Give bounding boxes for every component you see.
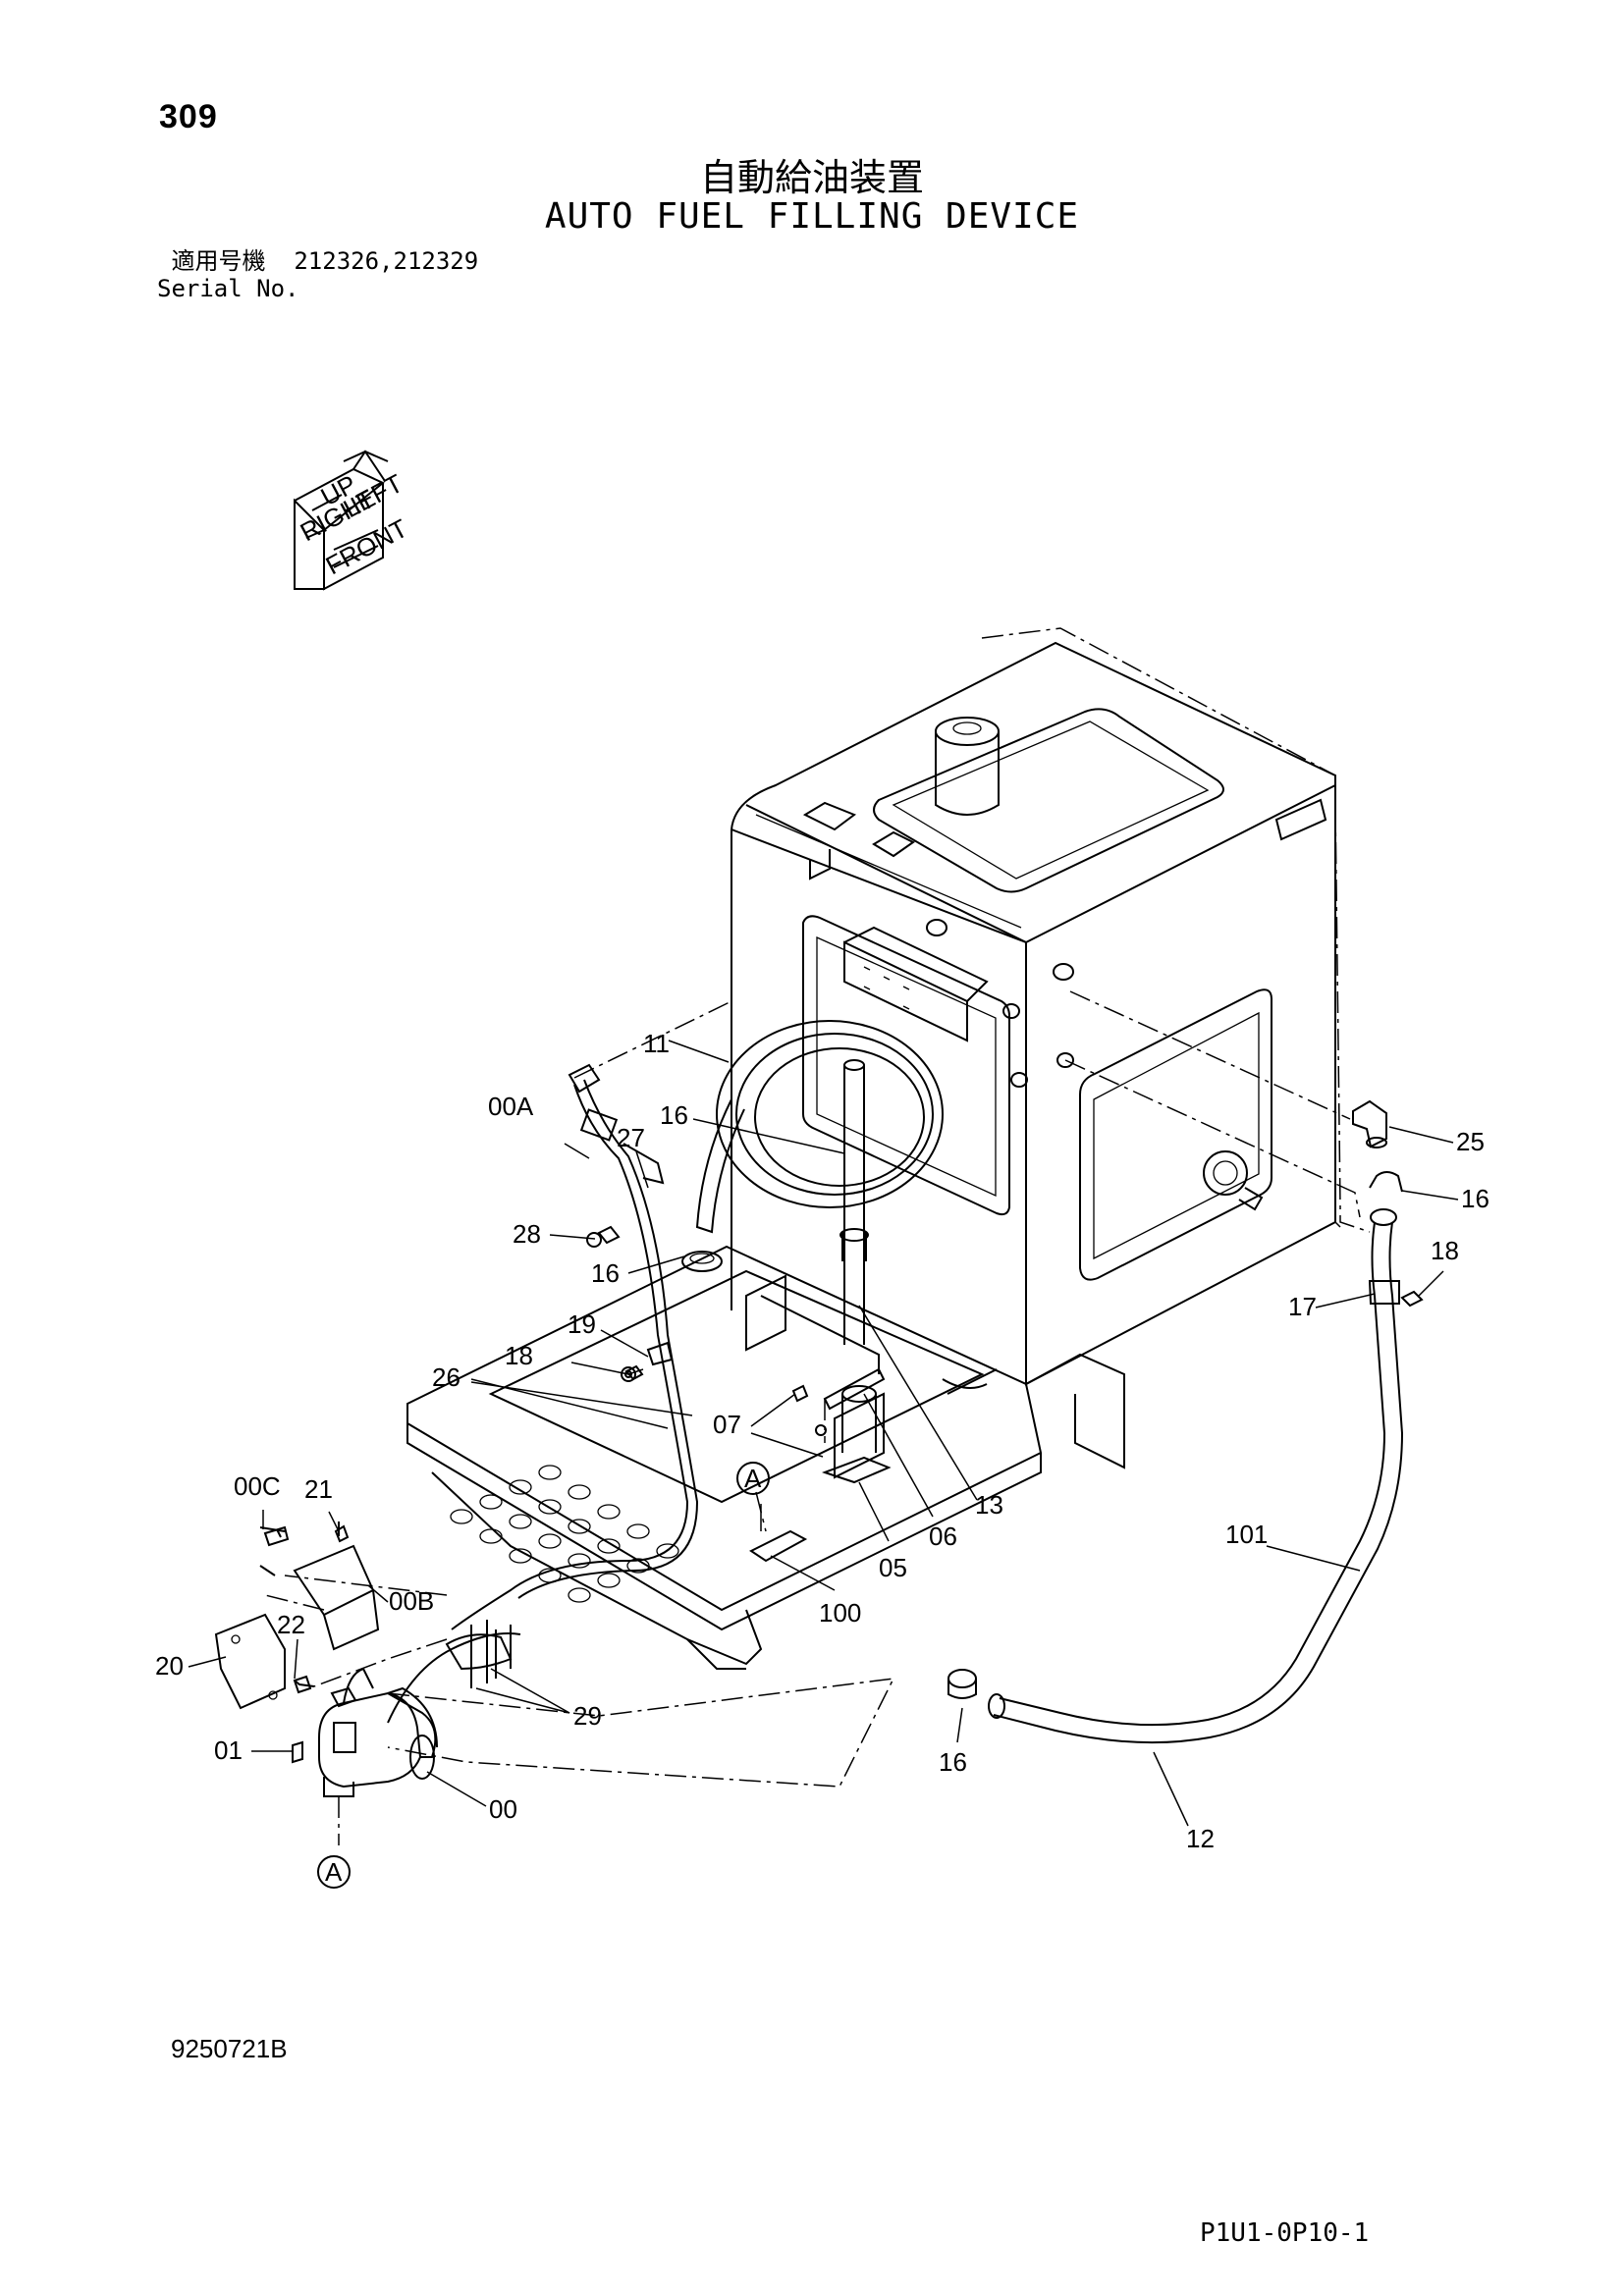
callout-29: 29 [573, 1701, 602, 1731]
serial-label-jp: 適用号機 [171, 247, 266, 275]
page-number: 309 [159, 98, 218, 135]
reference-circle-a-bottom [317, 1855, 351, 1889]
callout-06: 06 [929, 1522, 957, 1551]
callout-19: 19 [568, 1309, 596, 1339]
pump-bracket [843, 926, 989, 1042]
mounting-plate [406, 1245, 1043, 1670]
bolt-icon [1400, 1290, 1424, 1308]
callout-18-b: 18 [1431, 1236, 1459, 1265]
orientation-cube-icon: UP LEFT FRONT RIGHT [294, 450, 412, 591]
reference-circle-a-top [736, 1462, 770, 1495]
callout-100: 100 [819, 1598, 861, 1628]
callout-17: 17 [1288, 1292, 1317, 1321]
document-number: 9250721B [171, 2034, 288, 2063]
fuel-tank [731, 641, 1336, 1469]
callout-101: 101 [1225, 1520, 1268, 1549]
callout-00A: 00A [488, 1092, 534, 1121]
coiled-hose [695, 1020, 944, 1234]
wiring-harness [387, 1063, 699, 1724]
callout-00B: 00B [389, 1586, 434, 1616]
callout-11: 11 [643, 1029, 670, 1058]
callout-a-top: A [744, 1464, 762, 1493]
title-japanese: 自動給油装置 [699, 156, 924, 199]
callout-26: 26 [432, 1362, 460, 1392]
callout-16-b: 16 [591, 1258, 620, 1288]
fuel-pump [318, 1667, 438, 1797]
leader-lines [188, 1040, 1459, 1827]
callout-a-bottom: A [325, 1857, 343, 1887]
hose-clamp [947, 1669, 977, 1699]
callout-16-c: 16 [1461, 1184, 1489, 1213]
callout-00C: 00C [234, 1471, 281, 1501]
callout-27: 27 [617, 1123, 645, 1152]
suction-pipe [839, 1059, 869, 1345]
callout-07: 07 [713, 1410, 741, 1439]
callout-20: 20 [155, 1651, 184, 1681]
callout-16-d: 16 [939, 1747, 967, 1777]
callout-21: 21 [304, 1474, 333, 1504]
small-clamps [586, 1232, 827, 1436]
page-code: P1U1-0P10-1 [1200, 2218, 1370, 2248]
serial-block: 適用号機 212326,212329 Serial No. [157, 247, 478, 302]
callout-12: 12 [1186, 1824, 1215, 1853]
callout-01: 01 [214, 1735, 243, 1765]
callout-05: 05 [879, 1553, 907, 1582]
callout-28: 28 [513, 1219, 541, 1249]
bolts [263, 1225, 809, 1764]
serial-numbers: 212326,212329 [294, 247, 479, 275]
callout-labels: 11 00A 16 27 28 16 19 18 26 07 A 00C 21 … [155, 1029, 1489, 1887]
fuel-hose [988, 1171, 1404, 1744]
harness-clips [445, 1620, 513, 1688]
callout-22: 22 [277, 1610, 305, 1639]
callout-00: 00 [489, 1794, 517, 1824]
callout-18-a: 18 [505, 1341, 533, 1370]
elbow-fitting [1352, 1099, 1387, 1148]
serial-row: 適用号機 212326,212329 [157, 247, 478, 275]
callout-13: 13 [975, 1490, 1003, 1520]
callout-25: 25 [1456, 1127, 1485, 1156]
serial-label-en: Serial No. [157, 275, 299, 302]
title-english: AUTO FUEL FILLING DEVICE [544, 196, 1080, 237]
callout-16-a: 16 [660, 1100, 688, 1130]
